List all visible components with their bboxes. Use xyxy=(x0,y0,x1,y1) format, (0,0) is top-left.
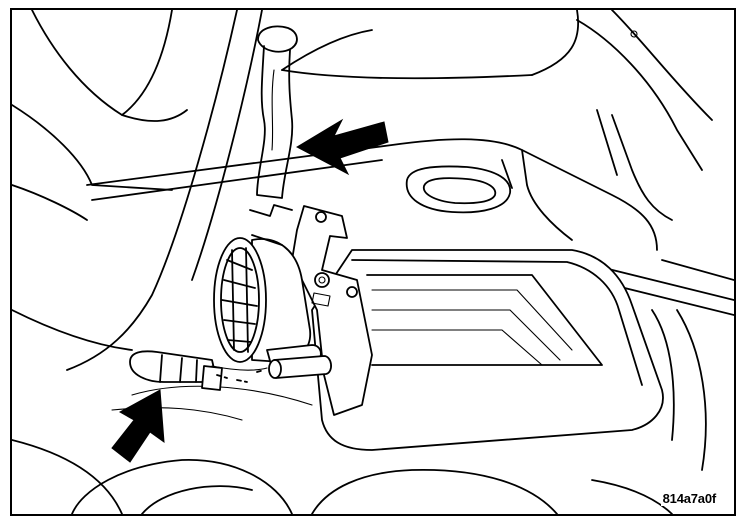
figure-id-label: 814a7a0f xyxy=(660,491,718,506)
body-panel-lines xyxy=(12,10,734,514)
electrical-connector xyxy=(129,350,268,391)
pump-assembly xyxy=(213,234,332,379)
diagram-frame: 814a7a0f xyxy=(10,8,736,516)
vent-hose xyxy=(249,25,298,217)
mounting-bracket xyxy=(291,205,373,416)
module-housing xyxy=(86,138,664,451)
callout-arrow-hose xyxy=(295,118,389,176)
callout-arrow-connector xyxy=(111,389,165,463)
line-illustration xyxy=(12,10,734,514)
